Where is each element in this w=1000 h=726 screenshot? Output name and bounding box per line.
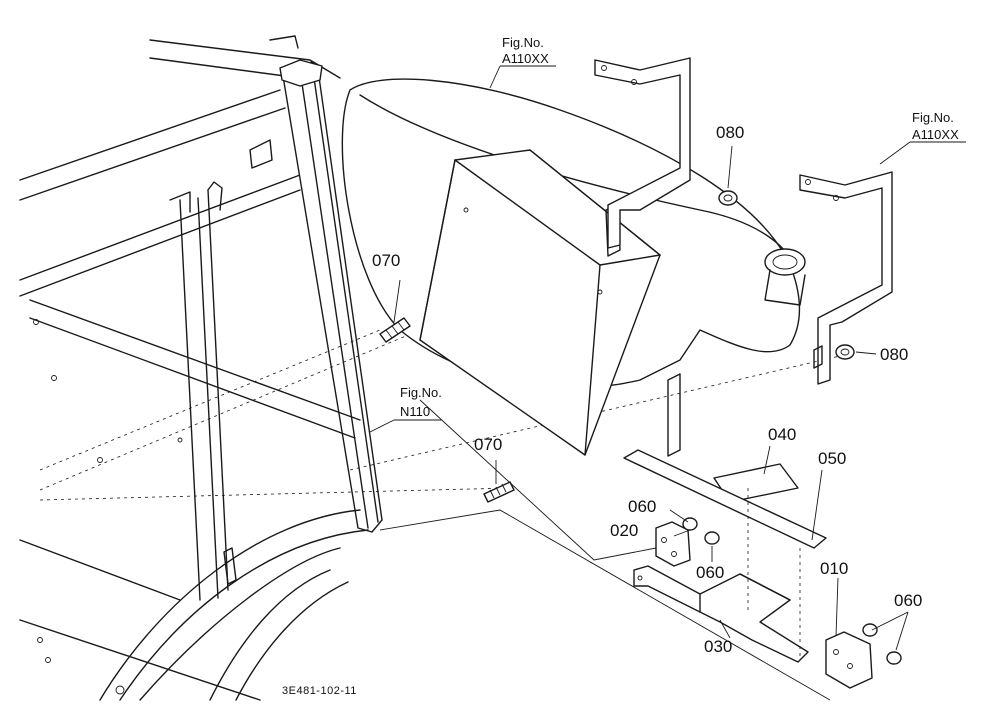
callout-040: 040	[768, 425, 796, 444]
upper-bracket-right	[799, 171, 893, 385]
strap-050	[623, 449, 827, 549]
tank-fig-label: Fig.No.	[502, 35, 544, 50]
bracket-fig-label: Fig.No.	[912, 110, 954, 125]
callout-060-right: 060	[894, 591, 922, 610]
callout-070-upper: 070	[372, 251, 400, 270]
callout-060-middle: 060	[696, 563, 724, 582]
callout-010: 010	[820, 559, 848, 578]
callout-060-left: 060	[628, 497, 656, 516]
bracket-fig-number: A110XX	[912, 127, 959, 142]
callout-080-upper: 080	[716, 123, 744, 142]
tank-fig-number: A110XX	[502, 51, 549, 66]
callout-020: 020	[610, 521, 638, 540]
stud-070-upper	[379, 317, 411, 343]
callout-050: 050	[818, 449, 846, 468]
frame-fig-number: N110	[400, 404, 430, 419]
callout-080-lower: 080	[880, 345, 908, 364]
nut-080-upper	[718, 190, 738, 206]
drawing-code: 3E481-102-11	[282, 685, 357, 697]
callout-030: 030	[704, 637, 732, 656]
upper-bracket-left	[594, 57, 691, 249]
stud-070-lower	[483, 481, 515, 503]
callout-070-lower: 070	[474, 435, 502, 454]
frame-fig-label: Fig.No.	[400, 385, 442, 400]
leader-lines	[369, 65, 966, 651]
fuel-tank	[341, 78, 806, 457]
nut-080-lower	[835, 344, 855, 360]
bracket-010	[825, 631, 873, 689]
support-plate-030	[633, 488, 809, 663]
